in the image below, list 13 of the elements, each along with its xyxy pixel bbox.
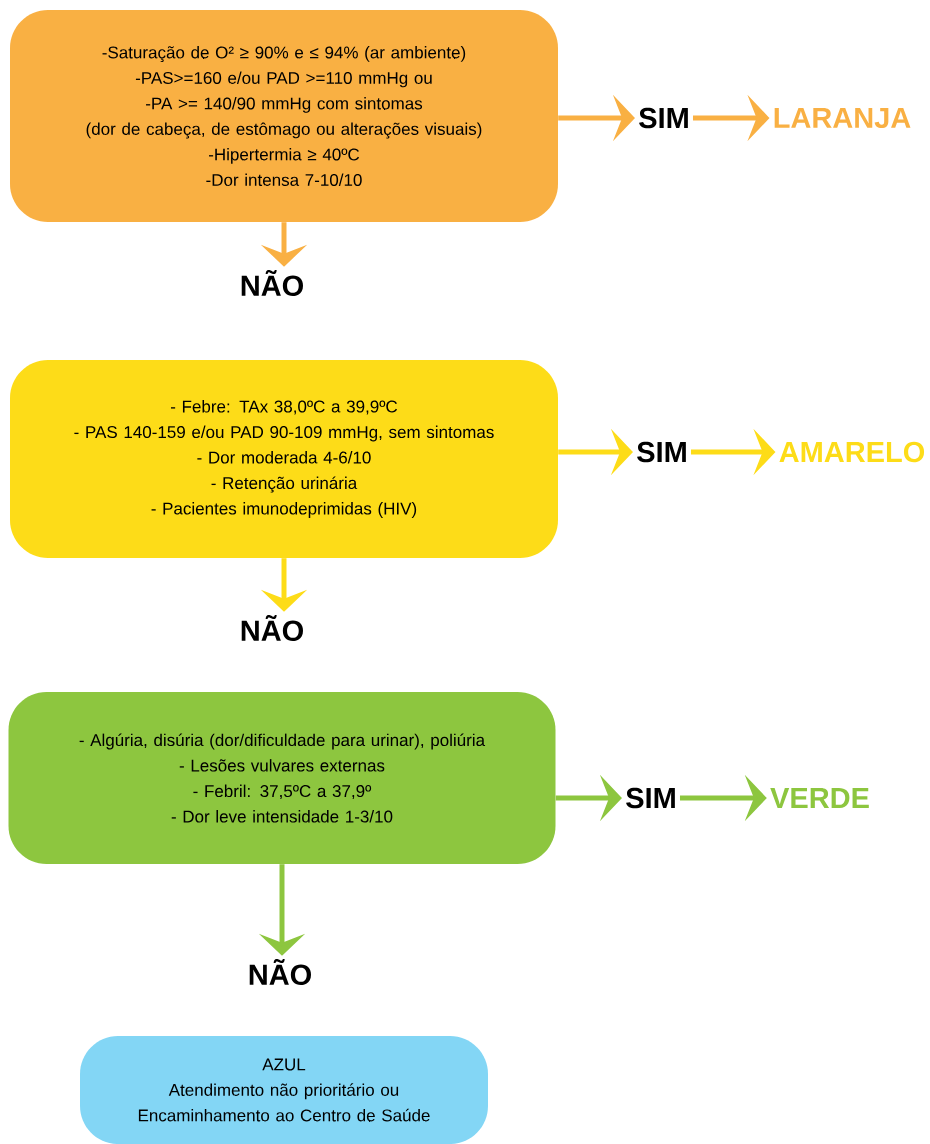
answer-label: NÃO — [241, 614, 303, 642]
answer-label: SIM — [637, 441, 686, 463]
answer-label: NÃO — [241, 269, 303, 297]
criteria-box: -Saturação de O² ≥ 90% e ≤ 94% (ar ambiente) -PAS>=160 e/ou PAD >=110 mmHg ou -PA >= 140/90 mmHg com sintomas (dor de cabeça, de estômago ou alterações visuais) -Hipertermia ≥ 40ºC -Dor intensa 7-10/10 — [10, 10, 558, 222]
answer-label: NÃO — [249, 958, 311, 986]
result-label: LARANJA — [774, 107, 911, 129]
criteria-box: - Febre: TAx 38,0ºC a 39,9ºC - PAS 140-159 e/ou PAD 90-109 mmHg, sem sintomas - Dor moderada 4-6/10 - Retenção urinária - Pacientes imunodeprimidas (HIV) — [10, 360, 558, 558]
answer-label: SIM — [626, 787, 675, 809]
result-label: AMARELO — [779, 441, 925, 463]
result-label: VERDE — [770, 788, 869, 808]
answer-label: SIM — [639, 107, 688, 129]
criteria-box: AZUL Atendimento não prioritário ou Encaminhamento ao Centro de Saúde — [80, 1036, 488, 1144]
criteria-box: - Algúria, disúria (dor/dificuldade para urinar), poliúria - Lesões vulvares externas - Febril: 37,5ºC a 37,9º - Dor leve intensidade 1-3/10 — [8, 692, 556, 864]
